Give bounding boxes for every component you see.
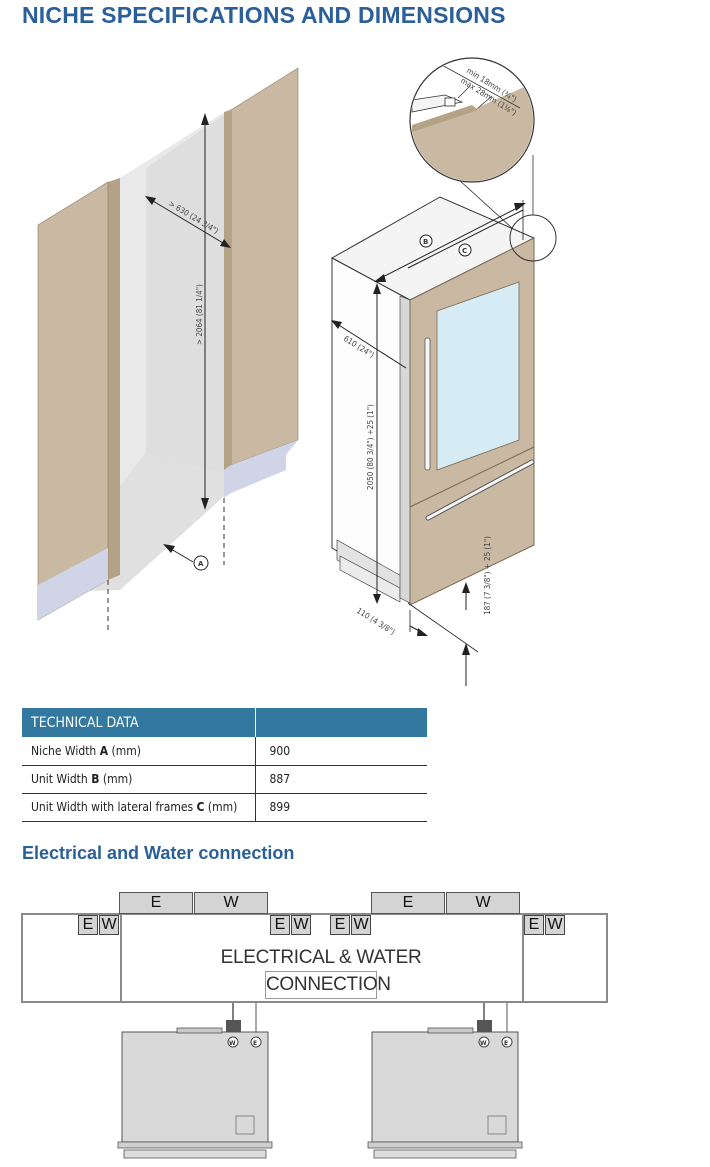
unit-height-label: 2050 (80 3/4") +25 (1")	[366, 404, 375, 490]
ew-pair-1: E W	[78, 915, 119, 935]
water-box: W	[351, 915, 371, 935]
socket-w-right: W	[480, 1040, 487, 1047]
row-label: Unit Width B (mm)	[22, 765, 255, 794]
appliance-left	[117, 1003, 273, 1159]
toe-depth-label: 110 (4 3/8")	[355, 606, 397, 637]
connection-label-line2: CONNECTION	[265, 971, 391, 999]
ew-pair-4: E W	[524, 915, 565, 935]
water-box: W	[99, 915, 119, 935]
electrical-box: E	[270, 915, 290, 935]
row-value: 887	[254, 765, 427, 794]
ew-pair-3: E W	[330, 915, 371, 935]
row-label: Unit Width with lateral frames C (mm)	[22, 793, 255, 822]
water-bar-right: W	[446, 892, 520, 914]
connection-label: ELECTRICAL & WATER CONNECTION	[120, 945, 522, 999]
table-row: Unit Width B (mm) 887	[22, 765, 427, 794]
connection-section-title: Electrical and Water connection	[22, 843, 295, 863]
table-header: TECHNICAL DATA	[22, 708, 255, 737]
table-header-row: TECHNICAL DATA	[22, 708, 427, 737]
label-b: B	[423, 238, 428, 246]
socket-w-left: W	[229, 1040, 236, 1047]
appliance-right	[367, 1003, 523, 1159]
table-header-blank	[254, 708, 427, 737]
connection-label-line1: ELECTRICAL & WATER	[220, 947, 422, 968]
electrical-box: E	[524, 915, 544, 935]
row-value: 899	[254, 793, 427, 822]
water-box: W	[291, 915, 311, 935]
table-row: Niche Width A (mm) 900	[22, 737, 427, 766]
ew-pair-2: E W	[270, 915, 311, 935]
electrical-bar-left: E	[119, 892, 193, 914]
unit-illustration	[330, 57, 557, 686]
niche-height-label: > 2064 (81 1/4")	[195, 284, 204, 345]
label-c: C	[462, 247, 467, 255]
row-value: 900	[254, 737, 427, 766]
water-bar-left: W	[194, 892, 268, 914]
electrical-bar-right: E	[371, 892, 445, 914]
technical-data-table: TECHNICAL DATA Niche Width A (mm) 900 Un…	[22, 708, 427, 822]
water-box: W	[545, 915, 565, 935]
page-title: NICHE SPECIFICATIONS AND DIMENSIONS	[22, 2, 506, 28]
niche-illustration	[37, 67, 299, 632]
cabinet-center	[120, 913, 524, 1003]
toe-kick-label: 187 (7 3/8") + 25 (1")	[483, 536, 492, 615]
label-a: A	[198, 560, 204, 568]
electrical-box: E	[330, 915, 350, 935]
row-label: Niche Width A (mm)	[22, 737, 255, 766]
niche-dimension-drawing: > 630 (24 3/4") > 2064 (81 1/4") A	[37, 57, 557, 686]
electrical-box: E	[78, 915, 98, 935]
socket-e-left: E	[253, 1040, 257, 1047]
table-row: Unit Width with lateral frames C (mm) 89…	[22, 793, 427, 822]
socket-e-right: E	[504, 1040, 508, 1047]
